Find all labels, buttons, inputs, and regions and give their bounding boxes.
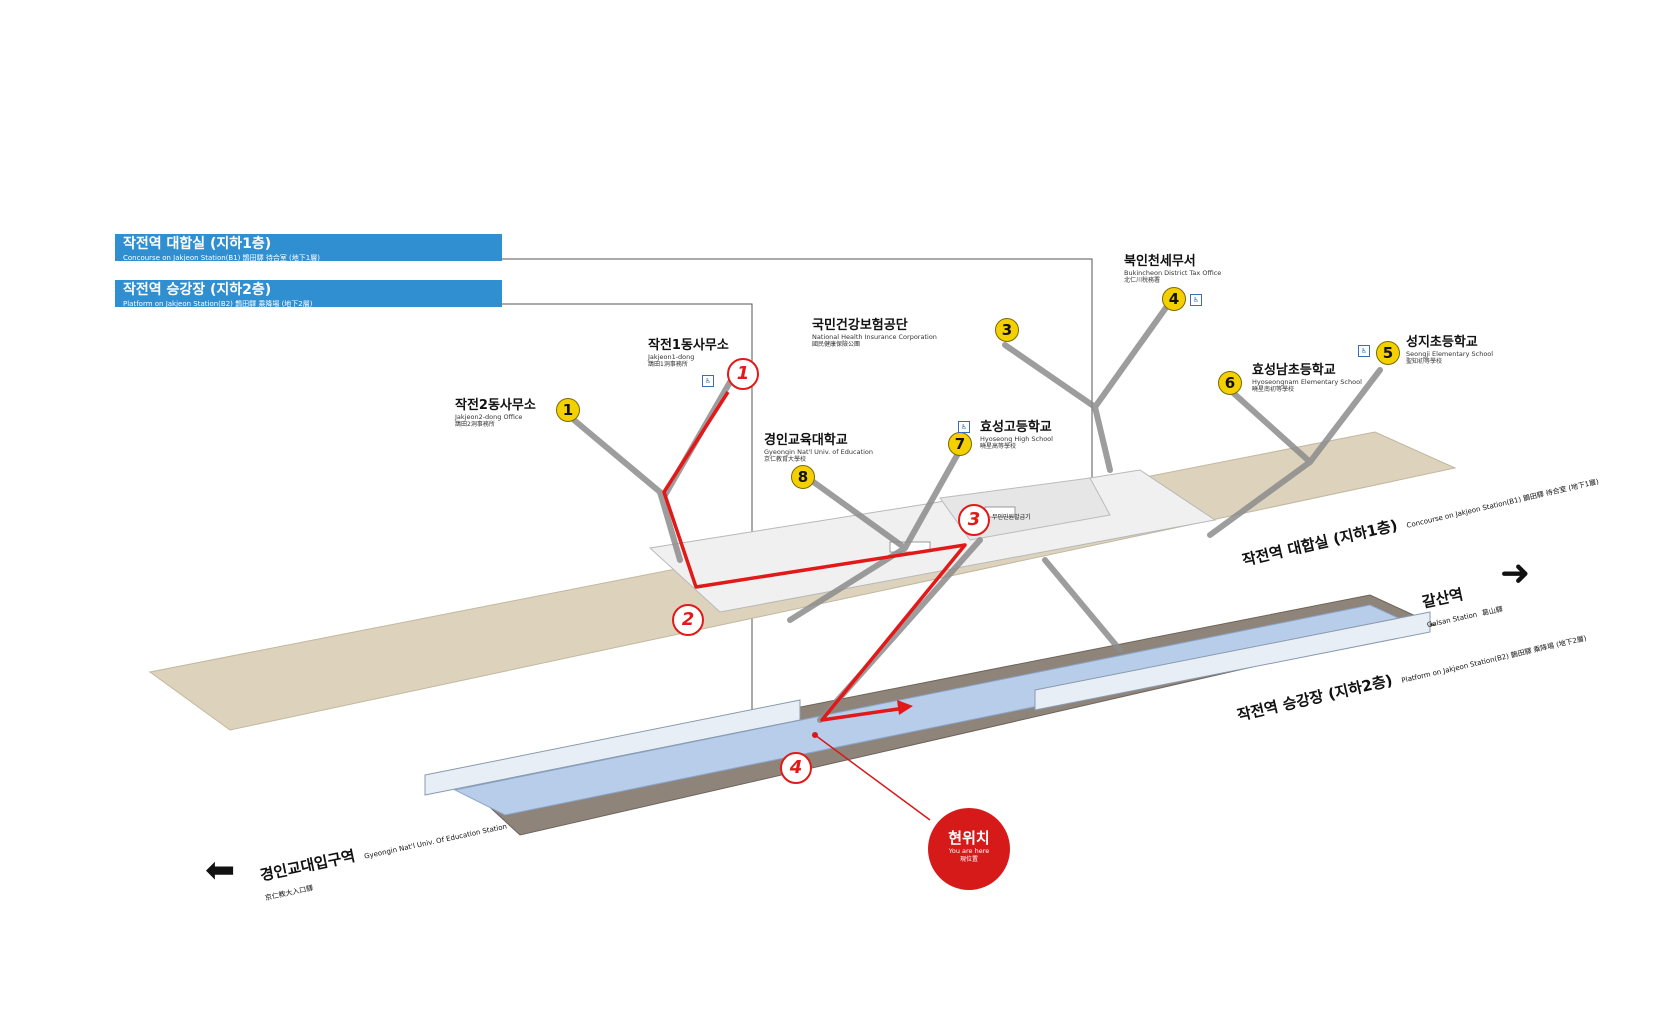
facility-label: 무인민원발급기 [992,514,1031,521]
here-pointer-dot [812,732,818,738]
legend-concourse-subtitle: Concourse on Jakjeon Station(B1) 鵲田驛 待合室… [123,254,320,262]
here-pointer-line [814,734,931,821]
direction-left-arrow-icon: ⬅ [205,850,236,891]
accessible-icon: ♿ [1190,294,1202,306]
exit-name-en: Jakjeon2-dong Office [455,413,523,421]
exit-badge-8: 8 [791,465,815,489]
route-step-1: 1 [727,358,759,390]
exit-label-nhis: 국민건강보험공단 National Health Insurance Corpo… [812,318,937,349]
exit-name-ko: 효성남초등학교 [1252,363,1336,378]
route-step-3: 3 [958,504,990,536]
exit-name-cn: 鵲田1洞事務所 [648,361,688,368]
legend-platform-title: 작전역 승강장 (지하2층) [123,282,272,298]
exit-name-en: National Health Insurance Corporation [812,333,937,341]
exit-name-cn: 國民健康保險公團 [812,341,861,348]
train-right [1034,611,1431,711]
exit-name-cn: 聖知初等學校 [1406,358,1443,365]
accessible-icon: ♿ [702,375,714,387]
legend-platform: 작전역 승강장 (지하2층) Platform on Jakjeon Stati… [115,280,502,308]
exit-badge-3: 3 [995,318,1019,342]
exit-name-en: Hyoseongnam Elementary School [1252,378,1362,386]
you-are-here-marker: 현위치 You are here 現位置 [928,808,1010,890]
exit-name-en: Gyeongin Nat'l Univ. of Education [764,448,873,456]
you-are-here-en: You are here [948,847,990,855]
exit-name-cn: 北仁川稅務署 [1124,277,1161,284]
exit-name-ko: 작전1동사무소 [648,338,729,353]
direction-galsan-cn: 葛山驛 [1481,605,1504,618]
exit-badge-1a: 1 [556,398,580,422]
exit-label-jakjeon1: 작전1동사무소 Jakjeon1-dong 鵲田1洞事務所 [648,338,729,369]
exit-name-ko: 성지초등학교 [1406,335,1478,350]
exit-name-ko: 국민건강보험공단 [812,318,908,333]
legend-concourse: 작전역 대합실 (지하1층) Concourse on Jakjeon Stat… [115,234,502,262]
exit-name-ko: 작전2동사무소 [455,398,536,413]
route-path [662,391,967,722]
exit-label-gyeongin-univ: 경인교육대학교 Gyeongin Nat'l Univ. of Educatio… [764,433,873,464]
exit-badge-5: 5 [1376,341,1400,365]
exit-name-en: Hyoseong High School [980,435,1053,443]
exit-label-tax-office: 북인천세무서 Bukincheon District Tax Office 北仁… [1124,254,1221,285]
route-step-4: 4 [780,752,812,784]
accessible-icon: ♿ [1358,345,1370,357]
exit-name-cn: 曉星高等學校 [980,443,1017,450]
accessible-icon: ♿ [958,421,970,433]
exit-label-hyoseongnam: 효성남초등학교 Hyoseongnam Elementary School 曉星… [1252,363,1362,394]
legend-platform-subtitle: Platform on Jakjeon Station(B2) 鵲田驛 乘降場 … [123,300,313,308]
exit-name-cn: 曉星南初等學校 [1252,386,1295,393]
direction-right-arrow-icon: ➜ [1500,553,1531,594]
exit-name-en: Seongji Elementary School [1406,350,1494,358]
exit-name-cn: 京仁教育大學校 [764,456,807,463]
exit-badge-6: 6 [1218,371,1242,395]
route-arrowhead [897,700,913,715]
exit-name-ko: 북인천세무서 [1124,254,1196,269]
exit-label-seongji: 성지초등학교 Seongji Elementary School 聖知初等學校 [1406,335,1493,366]
exit-name-ko: 경인교육대학교 [764,433,848,448]
exit-label-hyoseong-high: 효성고등학교 Hyoseong High School 曉星高等學校 [980,420,1053,451]
route-step-2: 2 [672,604,704,636]
exit-name-en: Jakjeon1-dong [648,353,695,361]
exit-name-en: Bukincheon District Tax Office [1124,269,1222,277]
exit-name-cn: 鵲田2洞事務所 [455,421,495,428]
exit-name-ko: 효성고등학교 [980,420,1052,435]
legend-concourse-title: 작전역 대합실 (지하1층) [123,236,272,252]
exit-badge-7: 7 [948,432,972,456]
train-left [424,699,801,796]
you-are-here-ko: 현위치 [948,829,990,847]
exit-label-jakjeon2: 작전2동사무소 Jakjeon2-dong Office 鵲田2洞事務所 [455,398,536,429]
you-are-here-cn: 現位置 [959,856,978,863]
exit-badge-4: 4 [1162,287,1186,311]
